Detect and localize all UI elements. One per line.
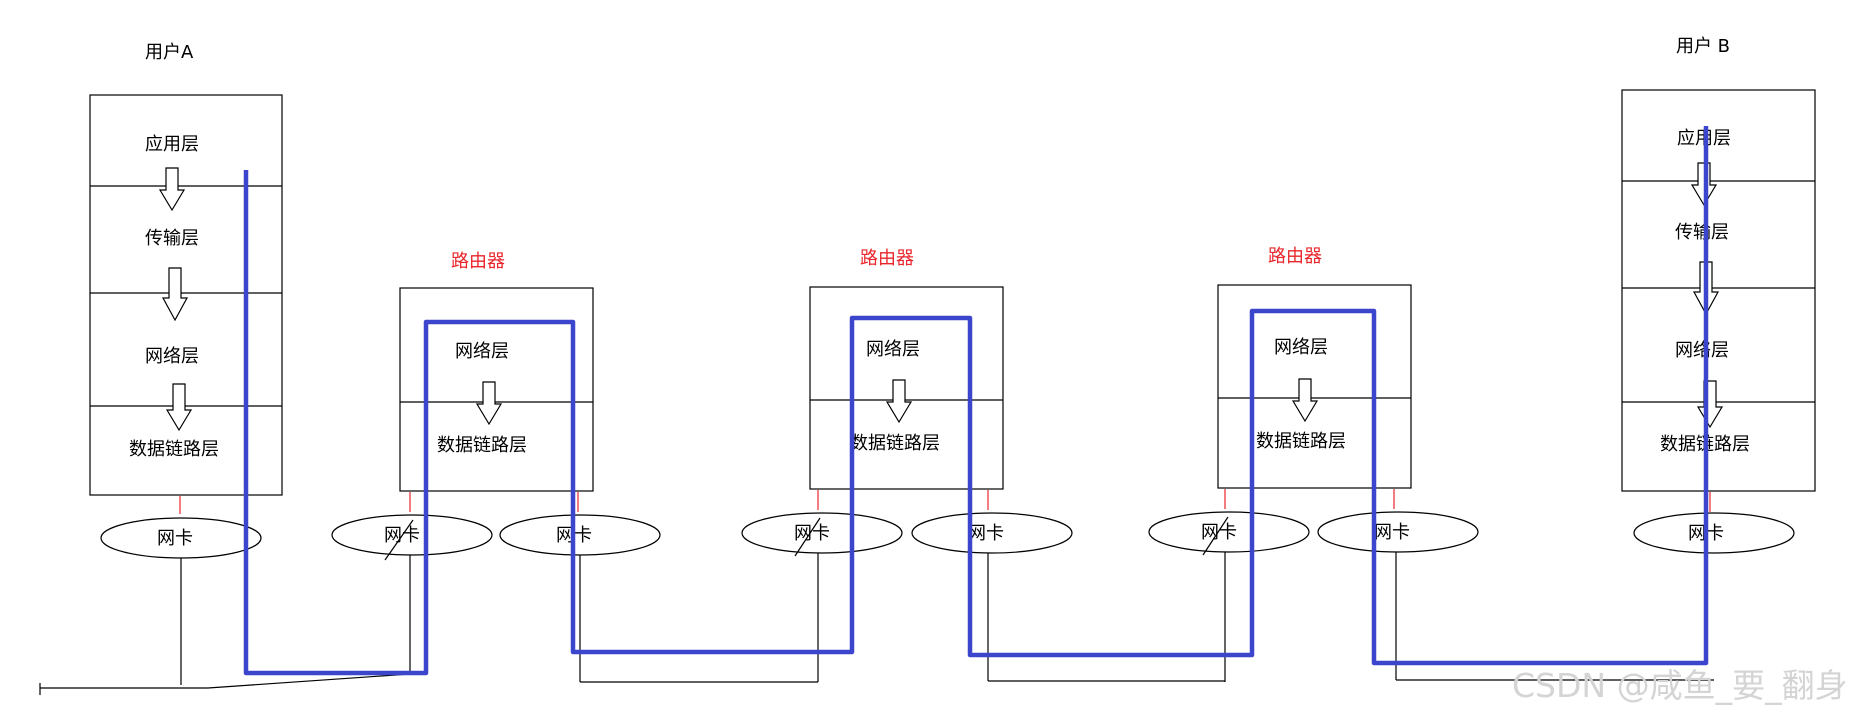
router-title: 路由器: [1268, 246, 1322, 267]
nic: [911, 512, 1073, 554]
protocol-stack-box: [89, 94, 283, 496]
down-arrow-icon: [475, 381, 503, 426]
layer-network: 网络层: [1675, 340, 1729, 361]
layer-network: 网络层: [455, 341, 509, 362]
layer-data-link: 数据链路层: [129, 439, 219, 460]
nic-label: 网卡: [794, 523, 830, 544]
host-title: 用户A: [145, 42, 194, 63]
down-arrow-icon: [161, 267, 189, 322]
watermark: CSDN @咸鱼_要_翻身: [1512, 666, 1848, 705]
host-user-b: 用户 B 应用层 传输层 网络层 数据链路层 网卡: [1621, 36, 1816, 554]
host-user-a: 用户A 应用层 传输层 网络层 数据链路层 网卡: [89, 42, 283, 685]
nic-label: 网卡: [1374, 522, 1410, 543]
physical-links: [39, 673, 1714, 695]
layer-data-link: 数据链路层: [850, 433, 940, 454]
layer-network: 网络层: [1274, 337, 1328, 358]
data-path: [243, 126, 1709, 676]
nic: [1148, 511, 1310, 553]
nic: [1317, 511, 1479, 553]
down-arrow-icon: [165, 383, 193, 432]
layer-application: 应用层: [145, 134, 199, 155]
protocol-stack-box: [1621, 89, 1816, 492]
host-title: 用户 B: [1676, 36, 1730, 57]
router-title: 路由器: [860, 248, 914, 269]
layer-data-link: 数据链路层: [437, 435, 527, 456]
layer-data-link: 数据链路层: [1256, 431, 1346, 452]
layer-network: 网络层: [145, 346, 199, 367]
down-arrow-icon: [1291, 378, 1319, 423]
nic: [1633, 512, 1795, 554]
router-1: 路由器 网络层 数据链路层 网卡 网卡: [331, 251, 661, 682]
down-arrow-icon: [158, 167, 186, 212]
nic: [331, 514, 493, 556]
down-arrow-icon: [885, 379, 913, 424]
layer-network: 网络层: [866, 339, 920, 360]
nic-label: 网卡: [157, 528, 193, 549]
layer-transport: 传输层: [1675, 222, 1729, 243]
nic: [741, 512, 903, 554]
router-stack-box: [399, 287, 594, 492]
nic-label: 网卡: [968, 523, 1004, 544]
layer-transport: 传输层: [145, 228, 199, 249]
router-stack-box: [1217, 284, 1412, 489]
router-title: 路由器: [451, 251, 505, 272]
nic-label: 网卡: [1201, 522, 1237, 543]
router-2: 路由器 网络层 数据链路层 网卡 网卡: [741, 248, 1073, 682]
